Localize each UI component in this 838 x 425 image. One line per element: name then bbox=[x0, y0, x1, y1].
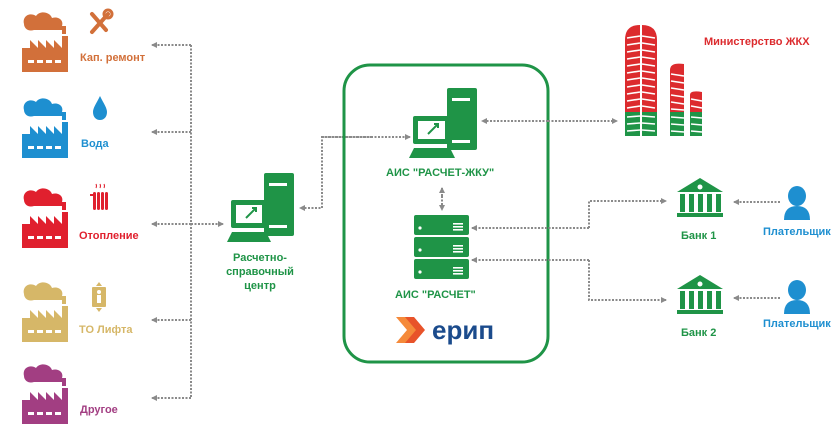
provider-label-heating: Отопление bbox=[79, 230, 139, 242]
factory-icon-other bbox=[22, 364, 68, 424]
ministry-label: Министерство ЖКХ bbox=[704, 36, 810, 48]
bank-1-icon bbox=[677, 178, 723, 217]
settlement-center-label-line2: справочный bbox=[226, 266, 294, 278]
factory-icon-heating bbox=[22, 188, 68, 248]
radiator-icon bbox=[90, 183, 108, 210]
erip-system-box bbox=[342, 63, 550, 364]
provider-label-water: Вода bbox=[81, 138, 109, 150]
water-drop-icon bbox=[93, 96, 107, 120]
settlement-center-label-line1: Расчетно- bbox=[233, 252, 287, 264]
factory-icon-water bbox=[22, 98, 68, 158]
ministry-buildings-icon bbox=[625, 25, 703, 136]
payer-1-label: Плательщик bbox=[763, 226, 831, 238]
provider-connectors bbox=[151, 42, 224, 401]
erip-logo-text: ерип bbox=[432, 315, 495, 345]
bank-1-label: Банк 1 bbox=[681, 230, 717, 242]
factory-icon-elevator bbox=[22, 282, 68, 342]
factory-icon-cap-repair bbox=[22, 12, 68, 72]
erip-logo-icon bbox=[396, 317, 425, 343]
right-connectors bbox=[471, 118, 780, 303]
ais-zhku-label: АИС "РАСЧЕТ-ЖКУ" bbox=[386, 167, 495, 179]
payer-2-label: Плательщик bbox=[763, 318, 831, 330]
settlement-center-label: Расчетно- справочный центр bbox=[210, 251, 310, 293]
settlement-center-computer-icon bbox=[227, 173, 294, 242]
payer-1-icon bbox=[784, 186, 810, 220]
bank-2-icon bbox=[677, 275, 723, 314]
ais-zhku-computer-icon bbox=[409, 88, 477, 158]
provider-label-other: Другое bbox=[80, 404, 118, 416]
provider-label-cap-repair: Кап. ремонт bbox=[80, 52, 146, 64]
elevator-icon bbox=[92, 282, 106, 312]
center-ais-connector bbox=[299, 134, 411, 211]
payer-2-icon bbox=[784, 280, 810, 314]
provider-label-elevator: ТО Лифта bbox=[79, 324, 133, 336]
settlement-center-label-line3: центр bbox=[244, 280, 276, 292]
bank-2-label: Банк 2 bbox=[681, 327, 717, 339]
wrench-screwdriver-icon bbox=[90, 8, 114, 34]
ais-raschet-label: АИС "РАСЧЕТ" bbox=[395, 289, 476, 301]
